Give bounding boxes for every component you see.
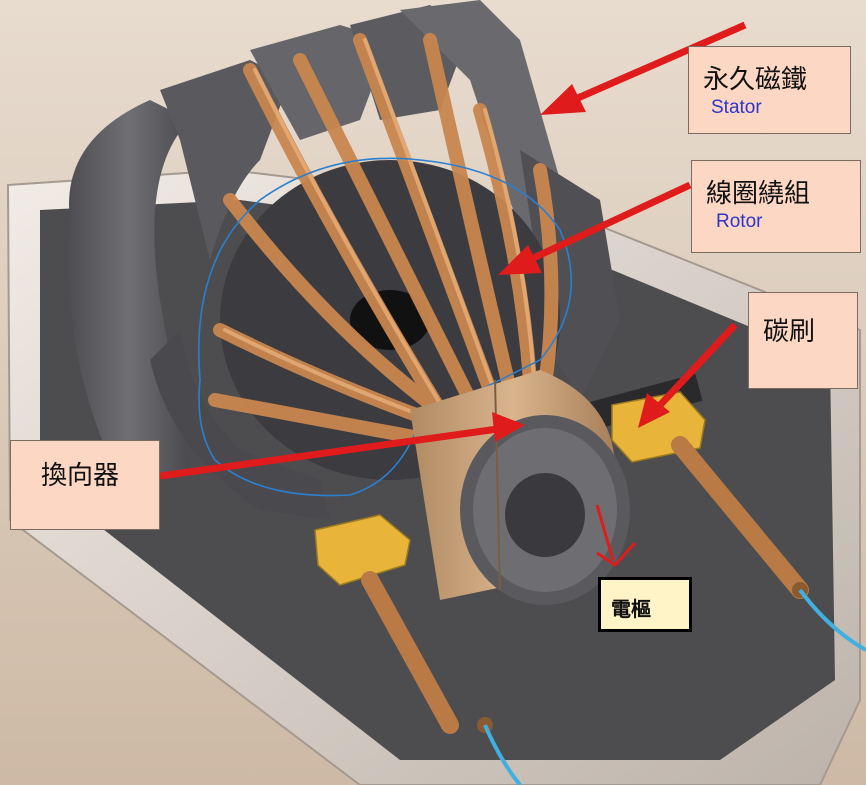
label-brush-zh: 碳刷 [763, 317, 816, 347]
label-electrode: 電樞 [598, 577, 692, 632]
label-winding-zh: 線圈繞組 [706, 179, 811, 209]
carbon-brushes [314, 391, 706, 586]
arrow-commutator [159, 424, 506, 480]
arrow-brush [645, 322, 738, 421]
rotor-outline [197, 157, 573, 497]
arrow-electrode [595, 504, 637, 567]
annotation-arrows [159, 21, 747, 480]
label-magnet-zh: 永久磁鐵 [703, 65, 808, 95]
arrow-magnet [553, 21, 747, 112]
label-magnet-en: Stator [711, 97, 762, 118]
label-commutator-zh: 換向器 [41, 461, 120, 491]
brush-leads [361, 436, 809, 734]
label-brush: 碳刷 [748, 292, 858, 389]
label-magnet: 永久磁鐵 Stator [688, 46, 851, 134]
label-commutator: 換向器 [10, 440, 160, 530]
label-winding: 線圈繞組 Rotor [691, 160, 861, 253]
commutator [410, 370, 630, 605]
arrow-winding [510, 181, 692, 272]
label-winding-en: Rotor [716, 211, 763, 232]
label-electrode-zh: 電樞 [611, 597, 651, 621]
blue-wires [483, 588, 866, 785]
